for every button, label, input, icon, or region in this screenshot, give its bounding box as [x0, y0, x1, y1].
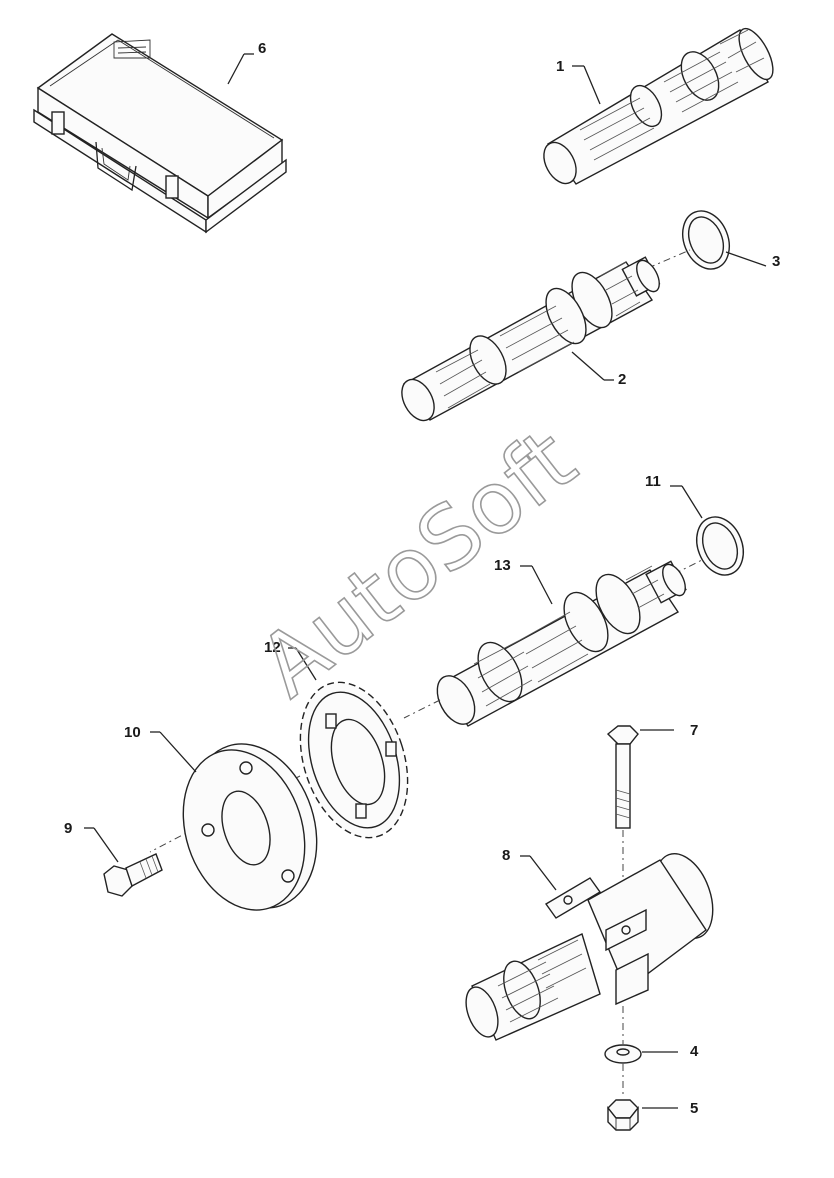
case-icon: [33, 33, 287, 234]
gear-icon: [299, 681, 409, 839]
callout-6: 6: [258, 40, 266, 57]
callout-2: 2: [618, 371, 626, 388]
callout-13: 13: [494, 557, 511, 574]
hex-nut-icon: [607, 1099, 639, 1131]
callout-4: 4: [690, 1043, 699, 1060]
splined-shaft-icon: [401, 256, 661, 422]
callout-7: 7: [690, 722, 698, 739]
callout-12: 12: [264, 639, 281, 656]
callout-11: 11: [645, 473, 661, 490]
callout-3: 3: [772, 253, 780, 270]
splined-shaft-icon: [436, 560, 687, 727]
callout-9: 9: [64, 820, 72, 837]
flange-icon: [182, 743, 318, 911]
callout-10: 10: [124, 724, 141, 741]
washer-icon: [604, 1044, 642, 1064]
ring-icon: [682, 210, 730, 270]
adapter-icon: [465, 853, 714, 1041]
callout-8: 8: [502, 847, 510, 864]
bolt-icon: [606, 725, 639, 829]
splined-shaft-icon: [543, 27, 774, 185]
callout-1: 1: [556, 58, 564, 75]
ring-icon: [696, 516, 744, 576]
callout-5: 5: [690, 1100, 698, 1117]
screw-icon: [103, 853, 163, 897]
